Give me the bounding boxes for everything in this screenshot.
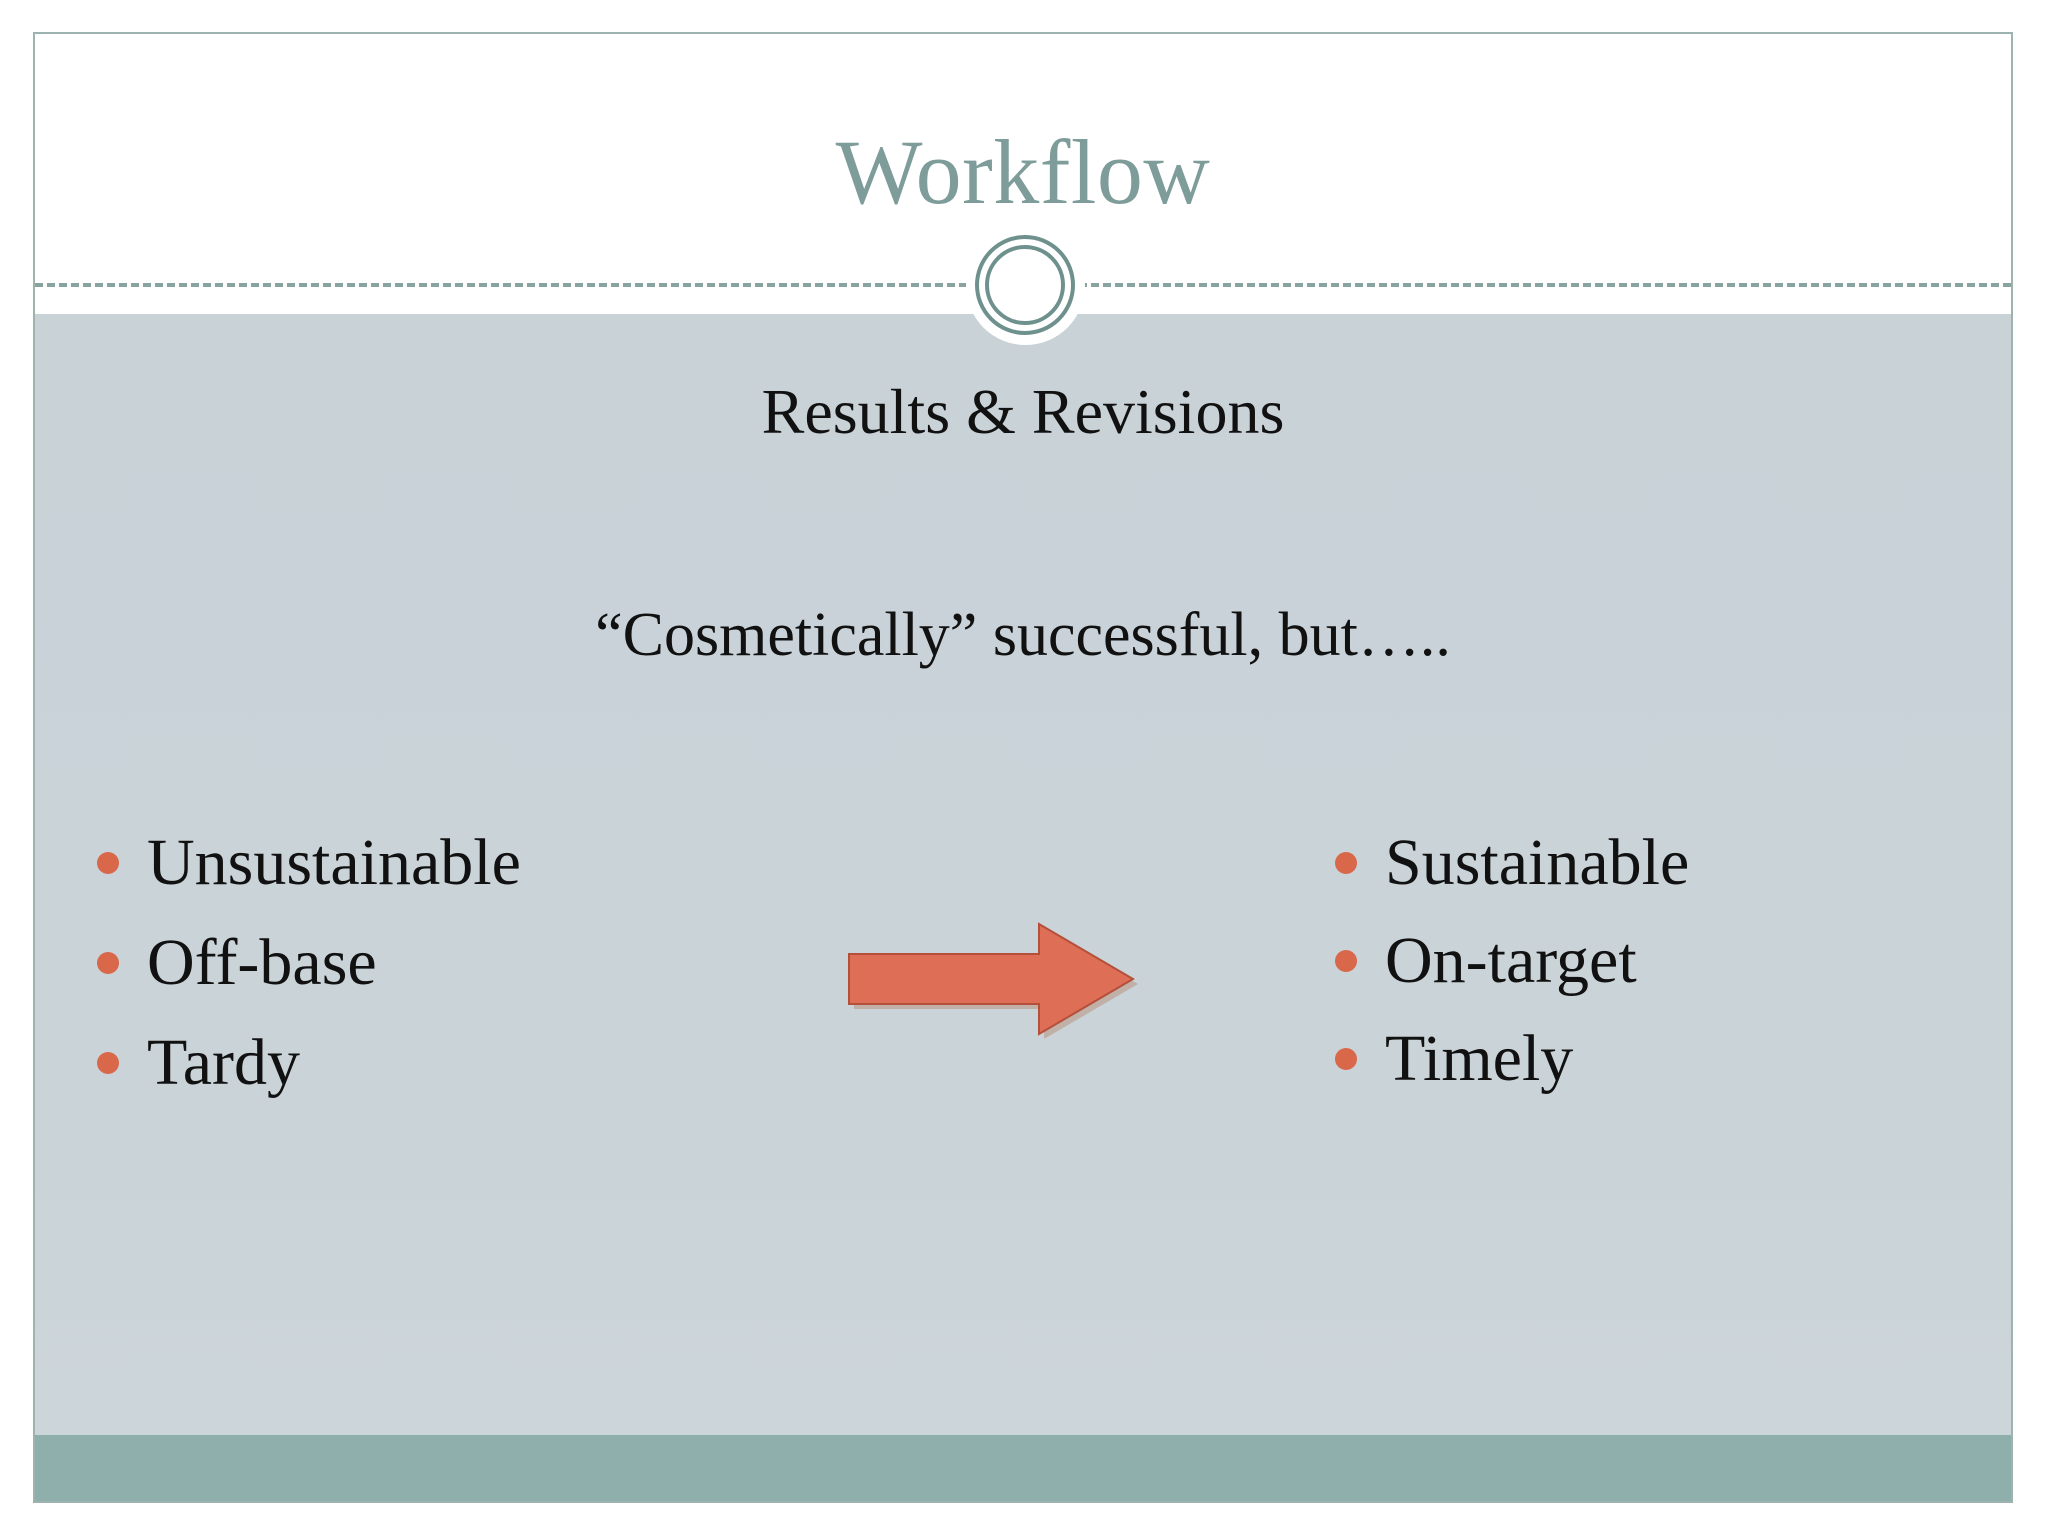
list-item-label: Timely: [1385, 1021, 1574, 1095]
list-item: Timely: [1335, 1020, 1975, 1098]
slide-tagline: “Cosmetically” successful, but…..: [595, 601, 1451, 669]
right-arrow-icon: [843, 914, 1143, 1044]
page-title: Workflow: [835, 121, 1211, 223]
right-bullet-column: Sustainable On-target Timely: [1335, 824, 1975, 1118]
list-item: Unsustainable: [97, 824, 857, 902]
presentation-slide: Workflow Results & Revisions “Cosmetical…: [33, 32, 2013, 1503]
slide-header: Workflow: [35, 34, 2011, 314]
list-item: Tardy: [97, 1024, 857, 1102]
bullet-dot-icon: [1335, 1047, 1357, 1070]
list-item: Off-base: [97, 924, 857, 1002]
slide-body: [35, 314, 2011, 1439]
bullet-dot-icon: [97, 852, 119, 874]
left-bullet-column: Unsustainable Off-base Tardy: [97, 824, 857, 1124]
bullet-dot-icon: [97, 1051, 119, 1074]
list-item-label: Off-base: [147, 925, 377, 999]
list-item-label: Tardy: [147, 1025, 300, 1099]
list-item-label: On-target: [1385, 923, 1637, 997]
list-item-label: Unsustainable: [147, 826, 521, 899]
bullet-dot-icon: [97, 951, 119, 974]
bullet-dot-icon: [1335, 852, 1357, 874]
slide-subtitle: Results & Revisions: [761, 376, 1285, 447]
bullet-dot-icon: [1335, 949, 1357, 972]
footer-bar: [35, 1435, 2011, 1501]
list-item: Sustainable: [1335, 824, 1975, 902]
list-item-label: Sustainable: [1385, 826, 1690, 899]
list-item: On-target: [1335, 922, 1975, 1000]
